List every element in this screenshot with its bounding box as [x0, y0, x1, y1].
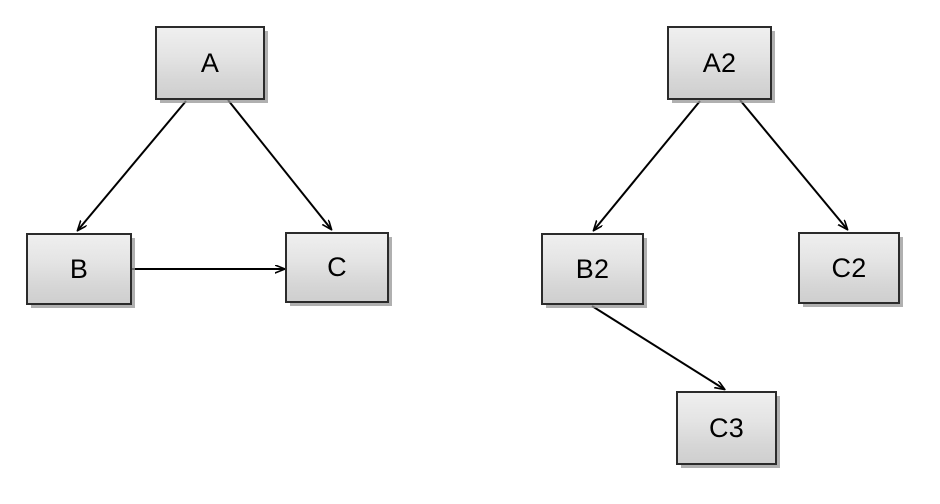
edge-b2-to-c3[interactable]: [591, 305, 724, 389]
node-label-b2: B2: [575, 253, 610, 284]
node-a2[interactable]: A2: [667, 26, 772, 100]
node-label-a2: A2: [702, 47, 737, 78]
node-c2[interactable]: C2: [798, 232, 900, 304]
edge-a2-to-c2[interactable]: [739, 99, 847, 229]
node-a[interactable]: A: [155, 26, 265, 100]
edge-a2-to-b2[interactable]: [594, 100, 701, 230]
node-c3[interactable]: C3: [676, 391, 777, 465]
node-label-a: A: [200, 47, 220, 78]
edge-a-to-c[interactable]: [227, 99, 331, 229]
edges-group: [78, 99, 847, 389]
node-label-c3: C3: [709, 412, 744, 443]
node-label-b: B: [69, 253, 89, 284]
node-label-c2: C2: [831, 252, 867, 283]
node-c[interactable]: C: [285, 232, 389, 303]
node-b[interactable]: B: [26, 233, 132, 305]
edge-a-to-b[interactable]: [78, 100, 187, 230]
node-b2[interactable]: B2: [541, 233, 644, 305]
node-label-c: C: [327, 252, 347, 282]
